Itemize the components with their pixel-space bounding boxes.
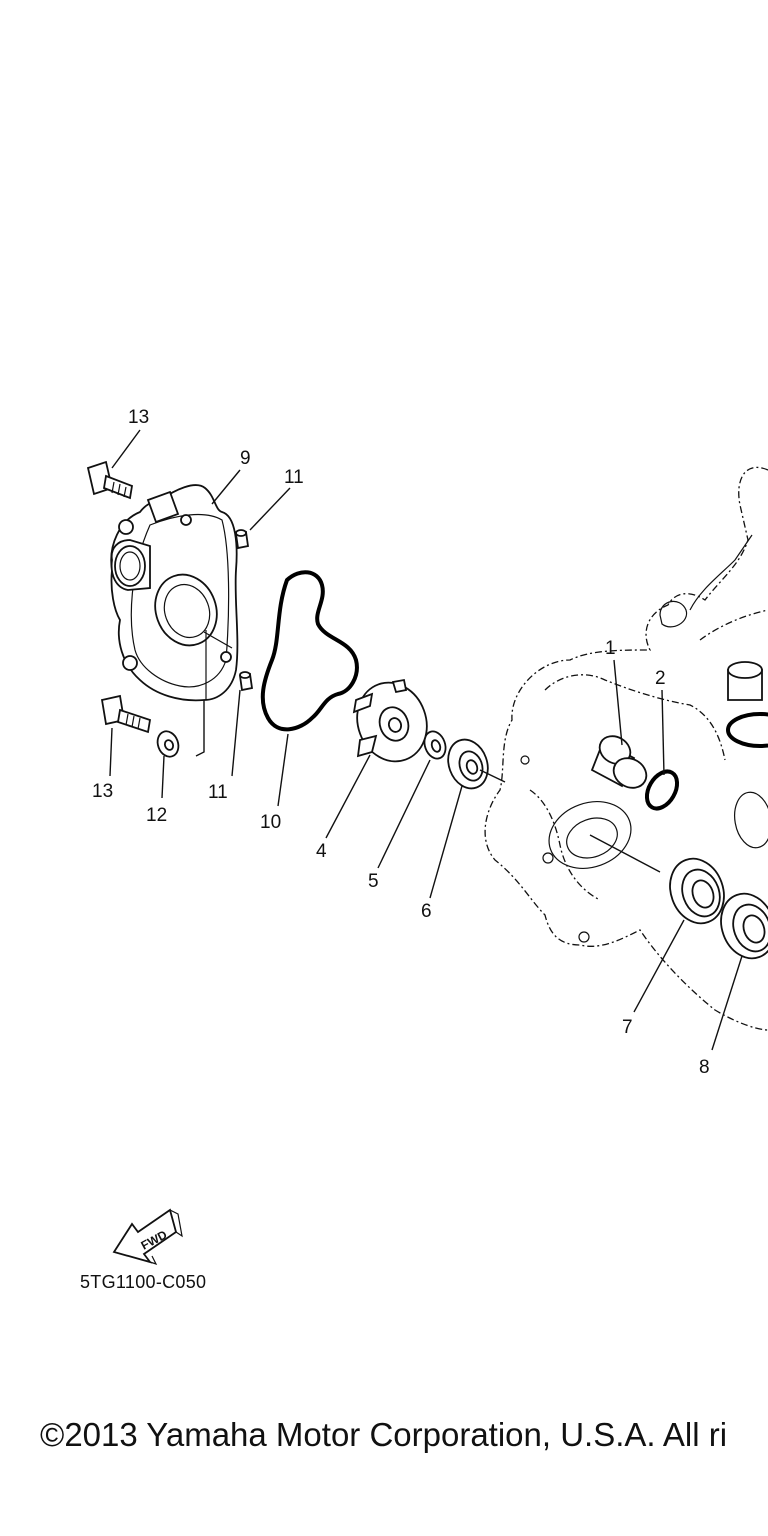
leader-lines [109,429,743,1051]
part-13-bolts [86,460,152,734]
callout-12: 12 [146,805,167,826]
part-8-bearing [720,892,768,960]
callout-4: 4 [316,841,327,862]
crankcase-cover [484,466,768,1031]
callout-5: 5 [368,871,379,892]
part-4-impeller [352,678,428,763]
part-7-bearing [669,857,725,925]
callout-11-top: 11 [284,467,304,488]
callout-1: 1 [605,638,616,659]
part-2-o-ring [644,769,680,811]
part-12-washer [156,730,180,758]
part-6-oil-seal [447,738,489,790]
callout-13-top: 13 [128,407,149,428]
part-9-pump-cover [110,484,239,702]
part-1-dowel-collar [590,735,648,789]
copyright-notice: ©2013 Yamaha Motor Corporation, U.S.A. A… [40,1416,728,1453]
callout-8: 8 [699,1057,710,1078]
callout-9: 9 [240,448,251,469]
fwd-arrow-icon: FWD [112,1208,183,1266]
part-11-dowel-pins [234,529,254,692]
part-5-washer [423,730,447,760]
callout-11-bottom: 11 [208,782,228,803]
callout-labels: 13 9 11 13 12 11 10 4 5 6 1 2 7 8 [92,407,710,1078]
cropped-collar-and-o-ring [726,661,768,748]
callout-7: 7 [622,1017,633,1038]
part-10-gasket [260,570,359,732]
callout-2: 2 [655,668,666,689]
callout-13-bottom: 13 [92,781,113,802]
diagram-code: 5TG1100-C050 [80,1272,207,1292]
callout-10: 10 [260,812,281,833]
callout-6: 6 [421,901,432,922]
